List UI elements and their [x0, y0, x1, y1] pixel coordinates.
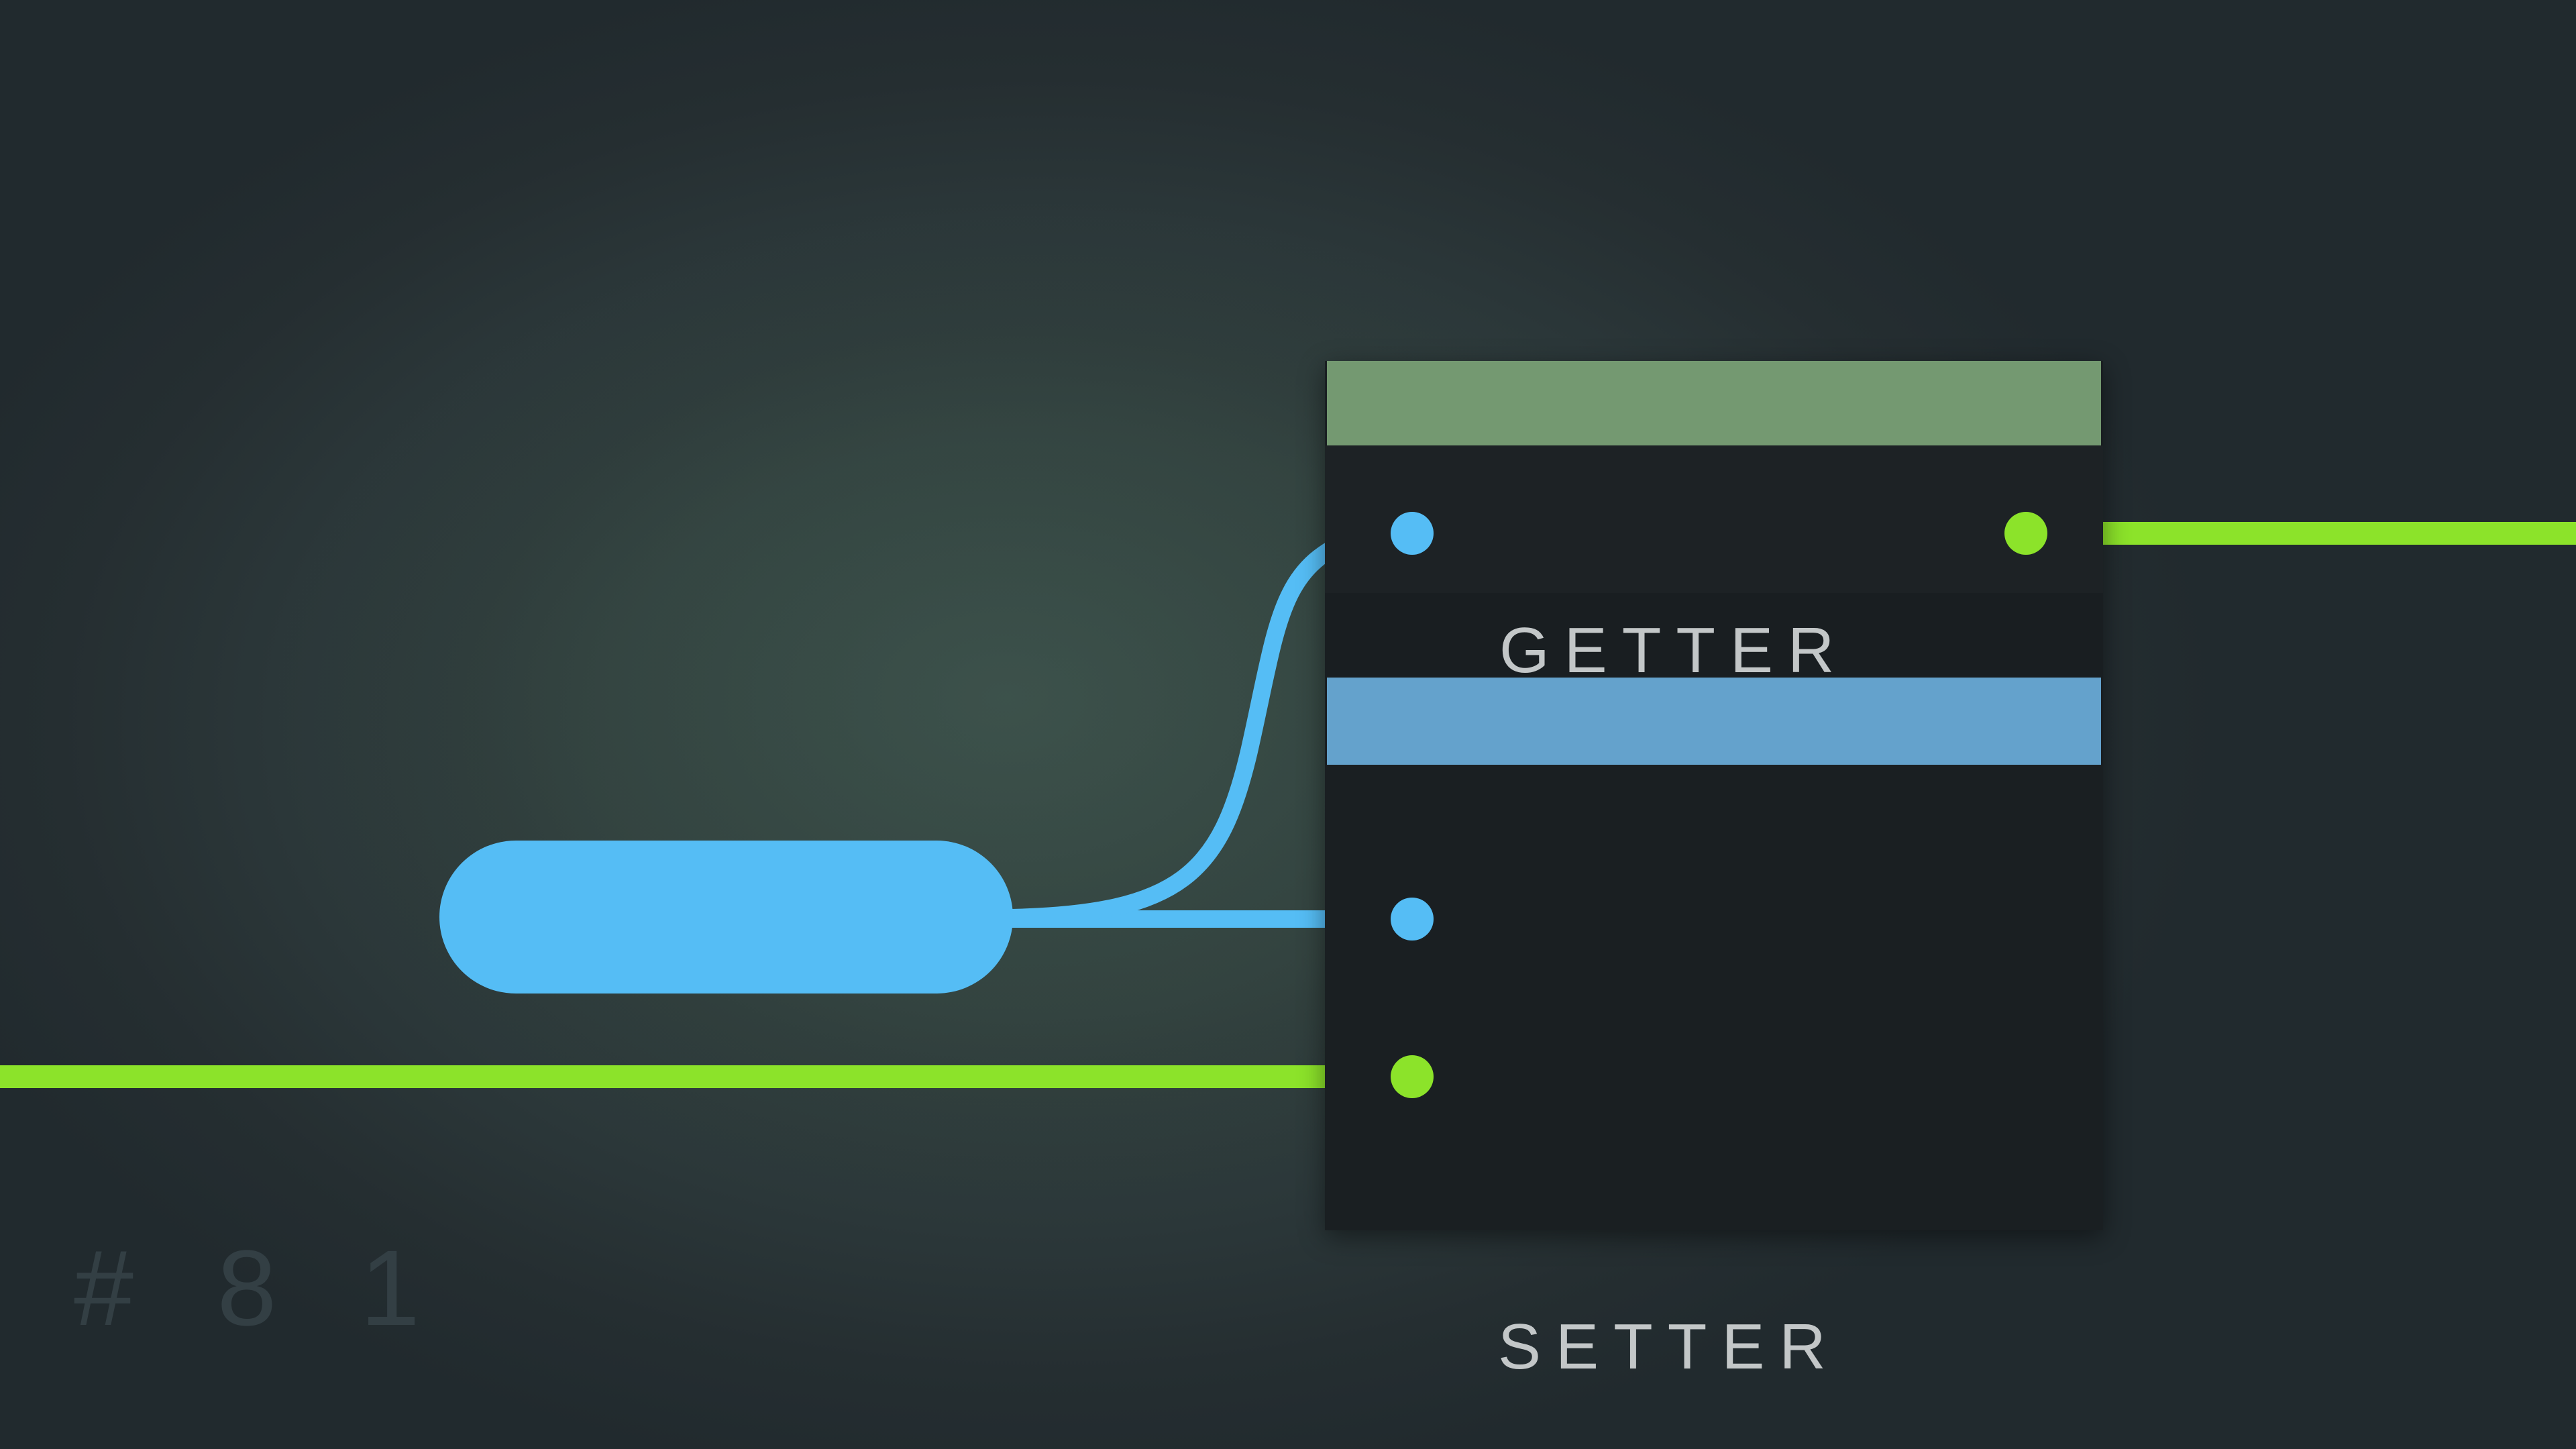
exec-input-port[interactable] — [1391, 1055, 1434, 1098]
node-row-setter[interactable]: SETTER — [1325, 765, 2103, 1379]
node-divider-bar[interactable] — [1327, 678, 2101, 765]
node-header-bar[interactable] — [1327, 361, 2101, 445]
frame-number-watermark: # 8 1 — [74, 1228, 447, 1348]
setter-row-label: SETTER — [1498, 1311, 1841, 1383]
getter-setter-node[interactable]: GETTER SETTER — [1325, 361, 2103, 1379]
wire-pill-to-getter[interactable] — [1003, 525, 1421, 926]
getter-row-label: GETTER — [1499, 614, 1849, 686]
reroute-pill-node[interactable] — [439, 841, 1013, 994]
setter-input-port[interactable] — [1391, 898, 1434, 941]
getter-input-port[interactable] — [1391, 512, 1434, 555]
getter-output-port[interactable] — [2004, 512, 2047, 555]
node-row-getter[interactable]: GETTER — [1325, 445, 2103, 683]
